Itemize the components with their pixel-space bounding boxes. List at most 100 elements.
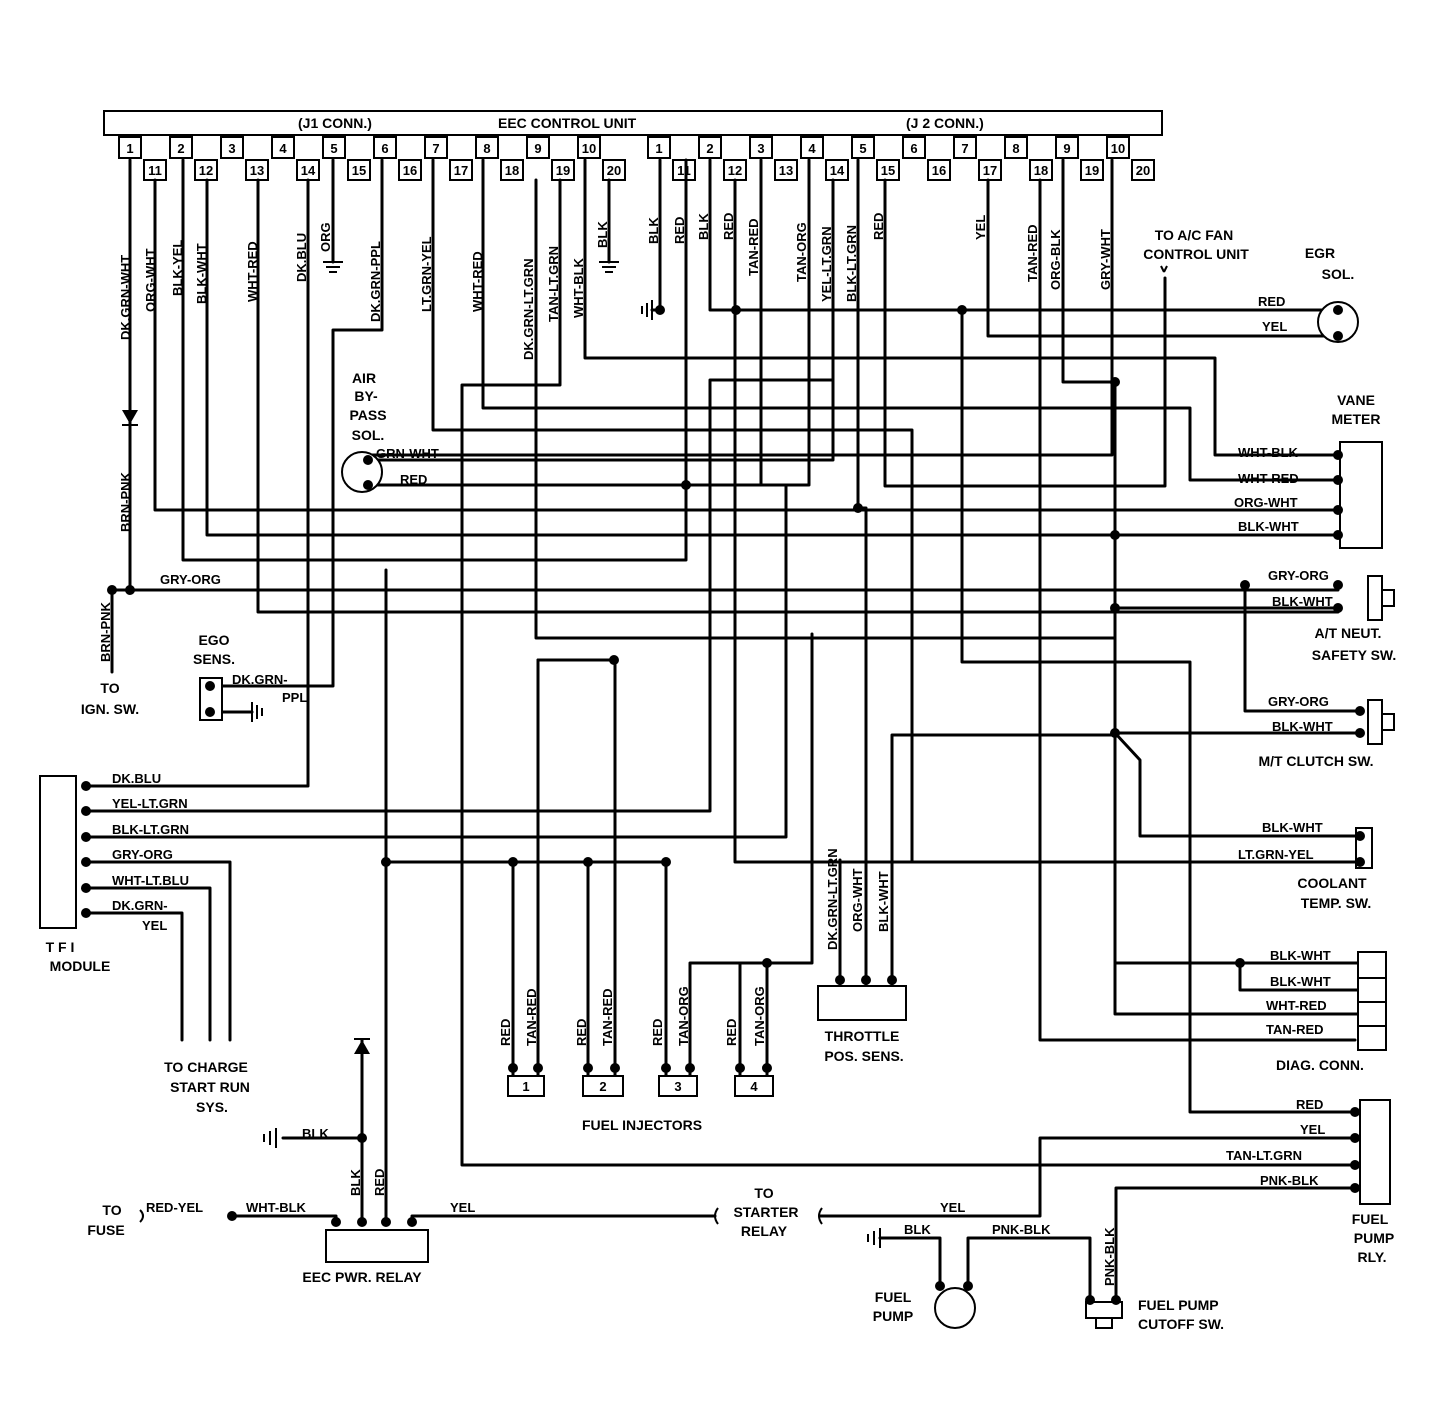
junction-dot <box>610 1063 620 1073</box>
egr-red-label: RED <box>1258 294 1285 309</box>
component-labels: EGR SOL. TO A/C FAN CONTROL UNIT VANE ME… <box>46 227 1397 1332</box>
connector-pin-number: 17 <box>454 163 468 178</box>
junction-dot <box>1333 580 1343 590</box>
bypass-label-2: BY- <box>354 388 378 404</box>
connector-pin-number: 14 <box>830 163 845 178</box>
cutoff-label-2: CUTOFF SW. <box>1138 1316 1224 1332</box>
fuel-injector-2 <box>582 1075 624 1097</box>
throttle-position-sensor <box>817 985 907 1021</box>
coolant-wire-label: BLK-WHT <box>1262 820 1323 835</box>
connector-pin-box <box>978 159 1002 181</box>
injector-number: 2 <box>599 1079 606 1094</box>
j2-wire-label: TAN-ORG <box>794 222 809 282</box>
vane-wire-label: ORG-WHT <box>1234 495 1298 510</box>
junction-dot <box>957 305 967 315</box>
fittings <box>122 261 1168 1248</box>
at-label: A/T NEUT. <box>1315 625 1382 641</box>
throttle-label: THROTTLE <box>825 1028 900 1044</box>
injector-wire-label: RED <box>650 1019 665 1046</box>
fuel-injector-3 <box>658 1075 698 1097</box>
j2-wire-label: RED <box>721 213 736 240</box>
pump-relay-wire-label: PNK-BLK <box>1260 1173 1319 1188</box>
fuse-red-yel-label: RED-YEL <box>146 1200 203 1215</box>
connector-pin-box <box>347 159 371 181</box>
starter-label-2: STARTER <box>733 1204 798 1220</box>
brn-pnk-vertical-label: BRN-PNK <box>118 471 133 532</box>
connector-pin-box <box>1055 136 1079 159</box>
j2-wire-label: ORG-BLK <box>1048 229 1063 290</box>
j1-wire-label: BLK-YEL <box>170 240 185 296</box>
injector-number: 4 <box>750 1079 758 1094</box>
junction-dot <box>1355 831 1365 841</box>
junction-dot <box>533 1063 543 1073</box>
junction-dot <box>1110 377 1120 387</box>
throttle-wire-label: DK.GRN-LT.GRN <box>825 848 840 950</box>
tfi-wire-label: WHT-LT.BLU <box>112 873 189 888</box>
injector-wire-label: RED <box>574 1019 589 1046</box>
connector-pin-number: 19 <box>1085 163 1099 178</box>
egr-label-2: SOL. <box>1322 266 1355 282</box>
eec-relay-label: EEC PWR. RELAY <box>302 1269 422 1285</box>
junction-dot <box>583 1063 593 1073</box>
connector-pin-number: 17 <box>983 163 997 178</box>
diag-wire-label: BLK-WHT <box>1270 974 1331 989</box>
connector-pin-number: 14 <box>301 163 316 178</box>
connector-pin-number: 11 <box>148 163 162 178</box>
vane-wire-label: WHT-BLK <box>1238 445 1299 460</box>
mt-label: M/T CLUTCH SW. <box>1258 753 1373 769</box>
injector-wire-label: TAN-RED <box>524 988 539 1046</box>
junction-dot <box>1110 728 1120 738</box>
ego-label-2: SENS. <box>193 651 235 667</box>
junction-dots <box>81 305 1365 1305</box>
connector-pin-number: 8 <box>483 141 490 156</box>
junction-dot <box>1240 580 1250 590</box>
junction-dot <box>381 857 391 867</box>
junction-dot <box>1350 1183 1360 1193</box>
connector-pin-box <box>1106 136 1130 159</box>
fuse-label-2: FUSE <box>87 1222 124 1238</box>
connector-pin-box <box>169 136 193 159</box>
wire-labels-horizontal: RED YEL WHT-BLK WHT-RED ORG-WHT BLK-WHT … <box>112 294 1333 1237</box>
junction-dot <box>1355 728 1365 738</box>
mt-wire-label: BLK-WHT <box>1272 719 1333 734</box>
relay-blk-vertical-label: BLK <box>348 1169 363 1196</box>
injector-wire-label: TAN-ORG <box>752 986 767 1046</box>
ego-wire-label: DK.GRN- <box>232 672 288 687</box>
junction-dot <box>81 832 91 842</box>
bypass-label: AIR <box>352 370 376 386</box>
at-wire-label: GRY-ORG <box>1268 568 1329 583</box>
diode-icon <box>122 410 138 424</box>
charge-label-2: START RUN <box>170 1079 250 1095</box>
connector-pin-box <box>825 159 849 181</box>
junction-dot <box>609 655 619 665</box>
ground-icon <box>263 1128 277 1148</box>
vane-wire-label: BLK-WHT <box>1238 519 1299 534</box>
junction-dot <box>1110 530 1120 540</box>
connector-pin-box <box>373 136 397 159</box>
junction-dot <box>125 585 135 595</box>
injector-wire-label: TAN-ORG <box>676 986 691 1046</box>
connector-pin-box <box>749 136 773 159</box>
ground-icon <box>323 261 343 273</box>
junction-dot <box>508 857 518 867</box>
connector-pin-number: 10 <box>582 141 596 156</box>
connector-pin-box <box>698 136 722 159</box>
junction-dot <box>1110 603 1120 613</box>
j2-wire-label: RED <box>672 217 687 244</box>
junction-dot <box>835 975 845 985</box>
ac-fan-label: TO A/C FAN <box>1155 227 1234 243</box>
junction-dot <box>407 1217 417 1227</box>
injectors-label: FUEL INJECTORS <box>582 1117 702 1133</box>
connector-pin-number: 19 <box>556 163 570 178</box>
coolant-label-2: TEMP. SW. <box>1301 895 1372 911</box>
fuse-label: TO <box>102 1202 121 1218</box>
tfi-wire-label: DK.BLU <box>112 771 161 786</box>
connector-pin-box <box>424 136 448 159</box>
j2-wire-label: BLK <box>646 217 661 244</box>
brn-pnk-horizontal-label: BRN-PNK <box>98 601 113 662</box>
injector-wire-label: RED <box>498 1019 513 1046</box>
starter-label: TO <box>754 1185 773 1201</box>
connector-pin-box <box>398 159 422 181</box>
vane-meter <box>1339 441 1383 549</box>
ego-wire-label-2: PPL <box>282 690 307 705</box>
